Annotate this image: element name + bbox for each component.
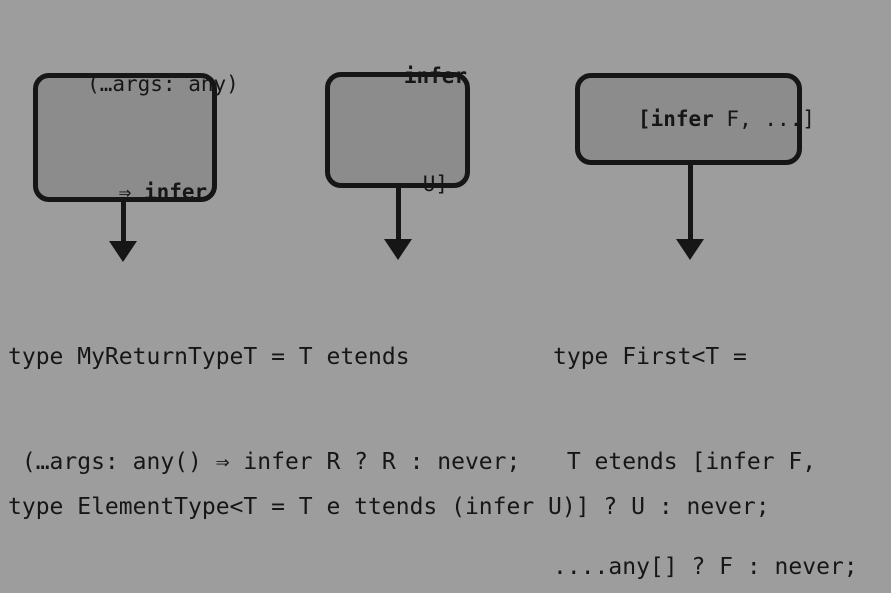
down-arrow-icon bbox=[109, 202, 137, 262]
box-function-signature: (…args: any) ⇒ infer bbox=[33, 72, 239, 204]
code-block-my-return-type: type MyReturnTypeT = T etends (…args: an… bbox=[8, 270, 520, 550]
arrow-head bbox=[109, 241, 137, 262]
code-block-element-type: type ElementType<T = T e ttends (infer U… bbox=[8, 420, 770, 593]
box-tuple-infer-line1: [infer F, ...] bbox=[562, 65, 815, 173]
arrow-head bbox=[384, 239, 412, 260]
box-function-signature-line1: (…args: any) bbox=[11, 30, 239, 138]
code-line: type First<T = bbox=[553, 344, 747, 370]
box-function-signature-line2: ⇒ infer bbox=[43, 138, 208, 246]
code-line: type ElementType<T = T e ttends (infer U… bbox=[8, 494, 770, 520]
arrow-glyph: ⇒ bbox=[118, 179, 144, 204]
box-tuple-infer: [infer F, ...] bbox=[575, 73, 815, 165]
infer-keyword: infer bbox=[403, 64, 468, 88]
box-infer-u: infer U] bbox=[325, 64, 470, 196]
arrow-stem bbox=[395, 188, 401, 239]
down-arrow-icon bbox=[676, 165, 704, 260]
infer-keyword: [infer bbox=[637, 107, 714, 131]
code-line: type MyReturnTypeT = T etends bbox=[8, 344, 410, 370]
code-line: ....any[] ? F : never; bbox=[553, 554, 858, 580]
code-block-first: type First<T = T etends [infer F, ....an… bbox=[553, 270, 858, 593]
arrow-stem bbox=[687, 165, 693, 239]
box-text: U] bbox=[422, 172, 449, 196]
box-text: (…args: any) bbox=[87, 71, 239, 96]
infer-keyword: infer bbox=[143, 179, 208, 204]
code-line: T etends [infer F, bbox=[553, 449, 817, 475]
box-infer-u-line2: U] bbox=[347, 130, 448, 238]
arrow-head bbox=[676, 239, 704, 260]
arrow-stem bbox=[120, 202, 126, 241]
box-infer-u-line1: infer bbox=[328, 22, 467, 130]
box-text: F, ...] bbox=[713, 107, 815, 131]
code-line: (…args: any() ⇒ infer R ? R : never; bbox=[8, 449, 521, 475]
down-arrow-icon bbox=[384, 188, 412, 260]
